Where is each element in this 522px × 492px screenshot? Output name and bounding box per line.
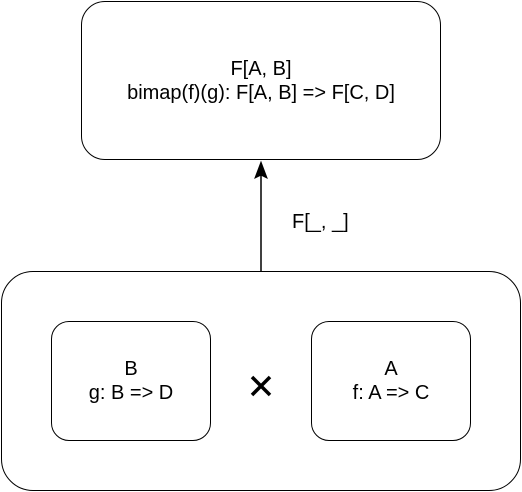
type-b-label: B [124,358,138,380]
function-f-label: f: A => C [352,382,430,404]
type-b-box: B g: B => D [51,321,211,441]
bimap-signature-label: bimap(f)(g): F[A, B] => F[C, D] [127,81,395,104]
type-a-label: A [384,358,398,380]
function-g-label: g: B => D [88,382,174,404]
times-icon [250,375,272,397]
bifunctor-result-box: F[A, B] bimap(f)(g): F[A, B] => F[C, D] [81,1,441,160]
arrow-label: F[_, _] [292,211,349,233]
arrow-head [254,160,268,180]
result-type-label: F[A, B] [230,57,292,80]
type-a-box: A f: A => C [311,321,471,441]
